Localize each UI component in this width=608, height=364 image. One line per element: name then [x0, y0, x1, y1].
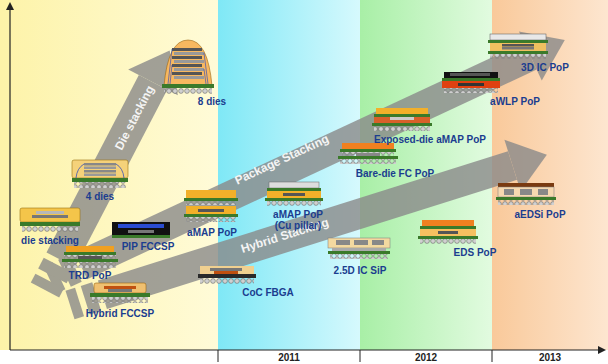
package-label: 3D IC PoP	[521, 62, 569, 73]
bare-die-fc-pop	[338, 143, 398, 164]
interposer-sip	[328, 238, 390, 259]
trd-pop	[62, 246, 118, 268]
amap-pop-cu-pillar	[265, 182, 323, 206]
package-label: Bare-die FC PoP	[356, 168, 434, 179]
package-label: die stacking	[21, 235, 79, 246]
year-label: 2012	[415, 352, 437, 363]
amap-pop	[184, 190, 238, 222]
year-label: 2013	[539, 352, 561, 363]
package-label: aMAP PoP (Cu pillar)	[267, 209, 329, 231]
package-label: PIP FCCSP	[122, 241, 175, 252]
exposed-die-amap-pop	[372, 108, 432, 131]
eds-pop	[418, 220, 478, 244]
aedsi-pop	[496, 183, 556, 205]
package-label: 8 dies	[198, 96, 226, 107]
package-label: aWLP PoP	[490, 96, 540, 107]
package-label: 2.5D IC SiP	[334, 265, 387, 276]
eight-die-package	[162, 40, 214, 94]
package-label: CoC FBGA	[242, 287, 294, 298]
package-label: TRD PoP	[69, 270, 112, 281]
pip-fccsp	[112, 222, 170, 238]
package-label: Hybrid FCCSP	[86, 308, 154, 319]
package-label: 4 dies	[86, 191, 114, 202]
die-stack-package	[20, 208, 80, 232]
awlp-pop	[442, 72, 500, 93]
3d-ic-pop	[488, 34, 548, 59]
coc-fbga	[198, 266, 256, 284]
package-label: aEDSi PoP	[514, 209, 565, 220]
package-label: aMAP PoP	[187, 227, 237, 238]
four-die-package	[72, 160, 128, 188]
year-label: 2011	[278, 352, 300, 363]
package-label: Exposed-die aMAP PoP	[374, 134, 486, 145]
package-label: EDS PoP	[454, 247, 497, 258]
hybrid-fccsp	[90, 283, 150, 303]
